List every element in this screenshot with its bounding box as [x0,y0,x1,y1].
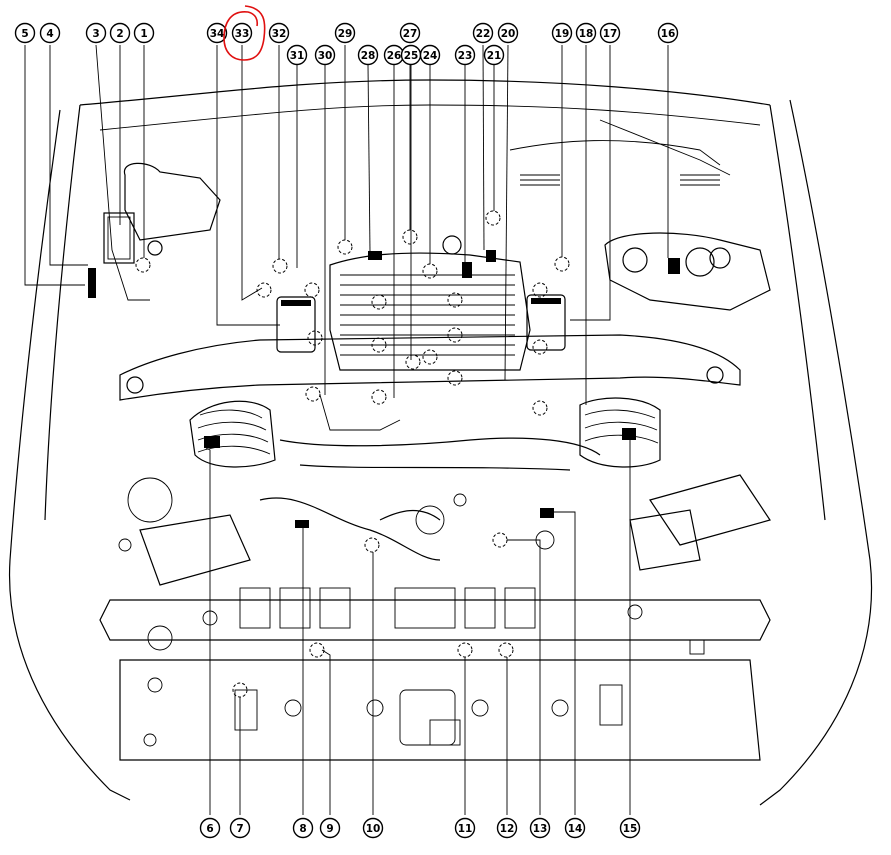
callout-circle [399,22,421,44]
callout-circle [334,22,356,44]
callout-circle [529,817,551,839]
callout-number: 8 [299,823,306,835]
callout-number: 5 [21,28,28,40]
callout-circle [551,22,573,44]
callout-number: 13 [533,823,548,835]
callout-circle [199,817,221,839]
callout-circle [619,817,641,839]
callout-circle [497,22,519,44]
callout-circle [483,44,505,66]
callout-circle [575,22,597,44]
callout-number: 34 [210,28,225,40]
connectors [88,250,680,528]
callout-circle [599,22,621,44]
callout-number: 14 [568,823,583,835]
callout-circle [419,44,441,66]
callout-number: 19 [555,28,570,40]
callout-circle [362,817,384,839]
callout-number: 12 [500,823,515,835]
callout-circle [133,22,155,44]
callout-circle [231,22,253,44]
highlight-circle [223,5,266,61]
engine-bay-drawing [8,79,873,806]
callout-number: 7 [236,823,243,835]
callout-number: 6 [206,823,213,835]
callout-circle [454,44,476,66]
callout-number: 29 [338,28,353,40]
callout-number: 30 [318,50,333,62]
callout-circle [292,817,314,839]
callout-circle [314,44,336,66]
callout-circle [454,817,476,839]
callout-number: 18 [579,28,594,40]
callout-number: 9 [326,823,333,835]
callout-number: 32 [272,28,287,40]
callout-number: 22 [476,28,491,40]
callout-number: 33 [235,28,250,40]
callout-number: 2 [116,28,123,40]
callout-number: 31 [290,50,305,62]
callout-circle [472,22,494,44]
callout-number: 23 [458,50,473,62]
callout-circle [286,44,308,66]
callout-circle [229,817,251,839]
callout-number: 20 [501,28,516,40]
callout-circle [85,22,107,44]
callout-circle [496,817,518,839]
callout-circle [657,22,679,44]
leader-lines [24,44,669,815]
callout-number: 24 [423,50,438,62]
callout-number: 27 [403,28,418,40]
callout-number: 16 [661,28,676,40]
callout-number: 4 [46,28,53,40]
callout-number: 11 [458,823,473,835]
callout-circle [268,22,290,44]
callout-number: 3 [92,28,99,40]
callout-number: 1 [140,28,147,40]
callout-circle [39,22,61,44]
locator-markers [135,210,570,698]
callout-circle [109,22,131,44]
callout-number: 28 [361,50,376,62]
callout-circle [564,817,586,839]
callout-circle [319,817,341,839]
callout-number: 25 [404,50,419,62]
callout-number: 15 [623,823,638,835]
callout-number: 10 [366,823,381,835]
callout-circle [206,22,228,44]
callout-number: 26 [387,50,402,62]
callout-circle [357,44,379,66]
callout-number: 17 [603,28,618,40]
callout-circle [14,22,36,44]
callout-number: 21 [487,50,502,62]
